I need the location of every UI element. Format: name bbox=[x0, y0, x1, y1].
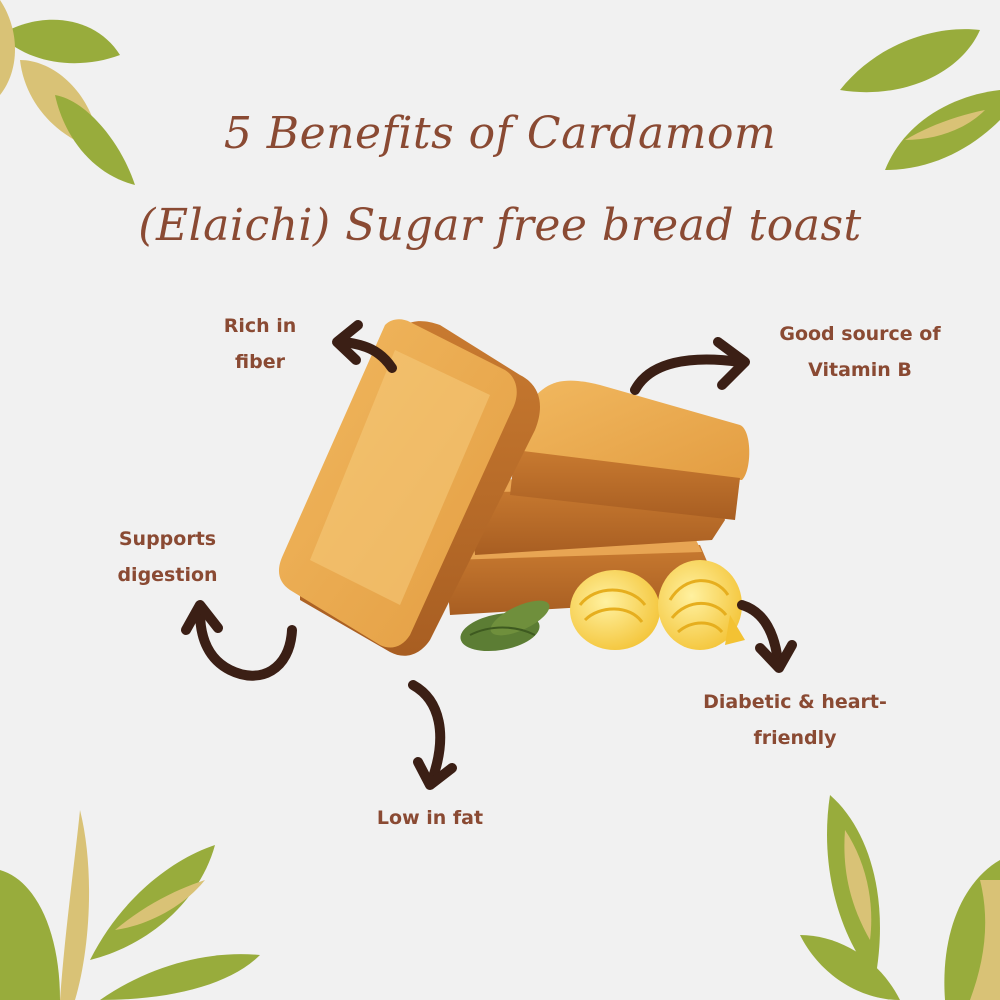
curved-arrow-icon-digestion bbox=[181, 600, 297, 681]
curved-arrow-icon-fiber bbox=[332, 320, 397, 373]
benefit-label-vitamin-b-line1: Good source of bbox=[779, 323, 941, 345]
page-title: 5 Benefits of Cardamom (Elaichi) Sugar f… bbox=[0, 88, 1000, 272]
benefit-label-vitamin-b-line2: Vitamin B bbox=[808, 359, 912, 381]
leaf-cluster-icon-top-left bbox=[0, 0, 135, 185]
cardamom-pod-image bbox=[460, 600, 550, 652]
benefit-label-digestion-line1: Supports bbox=[118, 528, 217, 550]
curved-arrow-icon-diabetic bbox=[737, 600, 797, 673]
leaf-cluster-icon-bottom-right bbox=[800, 795, 1000, 1000]
leaf-cluster-icon-bottom-left bbox=[0, 810, 260, 1000]
benefit-label-fiber-line2: fiber bbox=[235, 351, 285, 373]
benefit-label-low-fat: Low in fat bbox=[376, 807, 484, 829]
benefit-label-fiber-line1: Rich in bbox=[223, 315, 297, 337]
benefit-label-fiber: Rich in fiber bbox=[200, 308, 320, 380]
curved-arrow-icon-low-fat bbox=[408, 680, 457, 790]
butter-curl-image bbox=[570, 560, 745, 650]
benefit-label-diabetic-line2: friendly bbox=[753, 727, 837, 749]
title-line-2: (Elaichi) Sugar free bread toast bbox=[138, 200, 862, 251]
bread-toast-image-front bbox=[278, 319, 540, 656]
benefit-label-diabetic-line1: Diabetic & heart- bbox=[703, 691, 887, 713]
benefit-label-diabetic: Diabetic & heart- friendly bbox=[675, 684, 915, 756]
title-line-1: 5 Benefits of Cardamom bbox=[223, 108, 777, 159]
benefit-label-digestion: Supports digestion bbox=[95, 521, 240, 593]
benefit-label-vitamin-b: Good source of Vitamin B bbox=[745, 316, 975, 388]
benefit-label-digestion-line2: digestion bbox=[117, 564, 218, 586]
leaf-cluster-icon-top-right bbox=[840, 29, 1000, 170]
curved-arrow-icon-vitamin bbox=[630, 337, 750, 395]
